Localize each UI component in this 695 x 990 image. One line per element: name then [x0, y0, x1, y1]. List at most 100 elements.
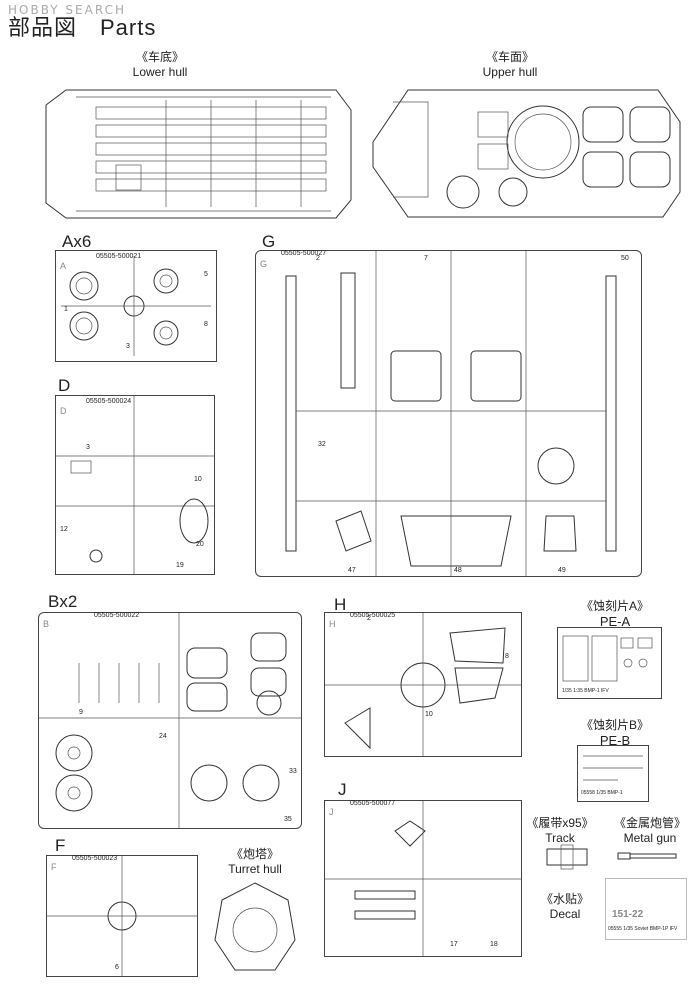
metal-gun-drawing [617, 852, 677, 860]
pe-b-cn: 《蚀刻片B》 [580, 718, 649, 732]
sprue-f-parts [47, 856, 197, 976]
track-en: Track [545, 831, 575, 845]
sprue-b-code: 05505-500022 [94, 612, 140, 619]
part-number: 6 [115, 964, 119, 971]
upper-hull-en: Upper hull [482, 65, 538, 79]
sprue-b: 05505-500022 B 9 24 33 35 [38, 612, 302, 829]
upper-hull-cn: 《车面》 [485, 50, 534, 64]
part-number: 10 [425, 711, 433, 718]
sprue-j-letter: J [329, 807, 334, 817]
sprue-a-letter: A [60, 261, 67, 271]
turret-hull-label: 《炮塔》 Turret hull [205, 845, 305, 876]
lower-hull-label: 《车底》 Lower hull [110, 48, 210, 79]
track-label: 《履带x95》 Track [520, 814, 600, 845]
turret-hull-cn: 《炮塔》 [230, 847, 279, 861]
pe-a-sheet: 1/35 1:35 BMP-1 IFV [557, 627, 662, 699]
part-number: 2 [367, 615, 371, 622]
track-cn: 《履带x95》 [526, 816, 594, 830]
pe-b-sheet: 05558 1/35 BMP-1 [577, 745, 649, 802]
sprue-g-parts [285, 251, 617, 576]
sprue-a: 05505-500021 A 1 5 8 3 [55, 250, 217, 362]
sprue-g-code: 05505-500027 [281, 250, 327, 257]
decal-en: Decal [549, 907, 581, 921]
sprue-g-label: G [262, 232, 276, 251]
part-number: 8 [505, 653, 509, 660]
sprue-h-code: 05505-500025 [350, 612, 396, 619]
sprue-d: 05505-500024 D 3 10 12 20 19 [55, 395, 215, 575]
part-number: 20 [196, 541, 204, 548]
lower-hull-drawing [45, 89, 352, 219]
pe-b-code: 05558 1/35 BMP-1 [581, 790, 623, 796]
part-number: 35 [284, 816, 292, 823]
pe-b-label: 《蚀刻片B》 PE-B [560, 716, 670, 748]
part-number: 5 [204, 271, 208, 278]
turret-hull-en: Turret hull [228, 862, 282, 876]
track-drawing [546, 844, 588, 870]
sprue-b-label: Bx2 [48, 592, 78, 611]
upper-hull-label: 《车面》 Upper hull [460, 48, 560, 79]
decal-sheet: 151-22 05555 1/35 Soviet BMP-1P IFV [605, 878, 687, 940]
metal-gun-cn: 《金属炮管》 [613, 816, 686, 830]
part-number: 33 [289, 768, 297, 775]
sprue-d-label: D [58, 376, 71, 395]
sprue-a-label: Ax6 [62, 232, 92, 251]
pe-a-en: PE-A [599, 614, 631, 629]
pe-a-parts [562, 635, 653, 682]
sprue-f-code: 05505-500023 [72, 855, 118, 862]
sprue-f-letter: F [51, 862, 57, 872]
pe-a-cn: 《蚀刻片A》 [580, 599, 649, 613]
sprue-a-code: 05505-500021 [96, 253, 142, 260]
decal-number: 151-22 [612, 909, 644, 920]
part-number: 47 [348, 567, 356, 574]
part-number: 10 [194, 476, 202, 483]
pe-a-code: 1/35 1:35 BMP-1 IFV [562, 688, 609, 694]
part-number: 7 [424, 255, 428, 262]
sprue-h-parts [325, 613, 521, 756]
decal-cn: 《水贴》 [540, 892, 589, 906]
part-number: 49 [558, 567, 566, 574]
sprue-h-label: H [334, 595, 347, 614]
sprue-h: 05505-500025 H 2 8 10 [324, 612, 522, 757]
part-number: 50 [621, 255, 629, 262]
sprue-d-parts [56, 396, 214, 574]
pe-b-en: PE-B [599, 733, 631, 748]
sprue-g-letter: G [260, 259, 268, 269]
part-number: 12 [60, 526, 68, 533]
part-number: 1 [64, 306, 68, 313]
part-number: 9 [79, 709, 83, 716]
metal-gun-label: 《金属炮管》 Metal gun [605, 814, 695, 845]
turret-hull-drawing [214, 882, 296, 971]
part-number: 18 [490, 941, 498, 948]
lower-hull-cn: 《车底》 [135, 50, 184, 64]
pe-b-parts [583, 755, 643, 781]
sprue-j: 05505-500077 J 17 18 [324, 800, 522, 957]
part-number: 48 [454, 567, 462, 574]
upper-hull-drawing [372, 89, 681, 218]
part-number: 17 [450, 941, 458, 948]
sprue-d-letter: D [60, 406, 67, 416]
part-number: 3 [126, 343, 130, 350]
part-number: 2 [316, 255, 320, 262]
part-number: 8 [204, 321, 208, 328]
part-number: 32 [318, 441, 326, 448]
sprue-d-code: 05505-500024 [86, 398, 132, 405]
decal-text: 05555 1/35 Soviet BMP-1P IFV [608, 926, 678, 932]
sprue-b-letter: B [43, 619, 50, 629]
sprue-b-parts [39, 613, 301, 828]
metal-gun-en: Metal gun [623, 831, 677, 845]
pe-a-label: 《蚀刻片A》 PE-A [560, 597, 670, 629]
part-number: 19 [176, 562, 184, 569]
sprue-g: 05505-500027 G 2 7 50 32 47 48 49 [255, 250, 642, 577]
sprue-h-letter: H [329, 619, 336, 629]
watermark: HOBBY SEARCH [8, 3, 126, 17]
part-number: 3 [86, 444, 90, 451]
sprue-a-parts [61, 256, 211, 356]
page-title: 部品図 Parts [8, 15, 157, 40]
part-number: 24 [159, 733, 167, 740]
decal-label: 《水贴》 Decal [535, 890, 595, 921]
sprue-f-label: F [55, 836, 66, 855]
sprue-j-parts [325, 801, 521, 956]
sprue-j-code: 05505-500077 [350, 800, 396, 807]
lower-hull-en: Lower hull [132, 65, 188, 79]
sprue-f: 05505-500023 F 6 [46, 855, 198, 977]
